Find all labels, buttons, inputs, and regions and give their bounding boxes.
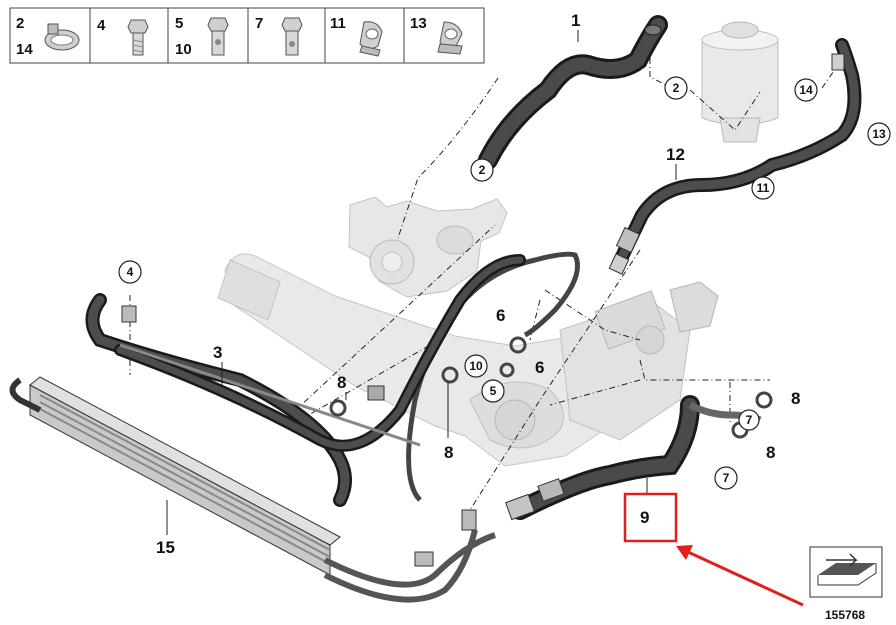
highlighted-part-9: 9 <box>623 478 678 543</box>
callout-8-right-upper: 8 <box>791 389 800 408</box>
legend-label-13: 13 <box>410 15 427 32</box>
callout-8-center: 8 <box>444 443 453 462</box>
legend-label-4: 4 <box>97 17 106 34</box>
hose-12-reservoir-line <box>608 38 862 275</box>
hex-bolt-icon <box>127 19 149 56</box>
legend-label-7: 7 <box>255 15 263 32</box>
circled-callout-2-left: 2 <box>470 158 494 182</box>
fluid-reservoir <box>701 21 779 143</box>
legend-label-10: 10 <box>175 41 192 58</box>
orientation-arrow-icon <box>809 546 883 598</box>
red-pointer-arrow <box>676 545 804 607</box>
callout-1: 1 <box>571 11 580 30</box>
svg-text:2: 2 <box>673 81 680 95</box>
callout-12: 12 <box>666 145 685 164</box>
callout-3: 3 <box>213 343 222 362</box>
callout-8-right-lower: 8 <box>766 443 775 462</box>
circled-callout-2-right: 2 <box>664 76 688 100</box>
parts-legend: 2 14 4 5 10 7 <box>9 7 485 64</box>
legend-label-11: 11 <box>330 15 346 32</box>
svg-text:5: 5 <box>490 384 497 398</box>
circled-callout-11: 11 <box>751 176 775 200</box>
hose-clamp-icon <box>44 23 80 51</box>
svg-text:7: 7 <box>746 413 753 427</box>
callout-8-left: 8 <box>337 373 346 392</box>
svg-text:13: 13 <box>872 127 886 141</box>
svg-text:10: 10 <box>469 359 483 373</box>
power-steering-pump <box>348 196 508 298</box>
svg-text:11: 11 <box>757 181 770 195</box>
hose-1-return-line <box>478 15 668 170</box>
svg-text:7: 7 <box>723 471 730 485</box>
svg-text:14: 14 <box>799 83 813 97</box>
plain-callouts: 1 12 3 6 6 8 8 8 8 15 <box>156 11 800 557</box>
oil-cooler <box>9 376 496 603</box>
legend-label-14: 14 <box>16 41 33 58</box>
diagram-id: 155768 <box>825 608 865 622</box>
hollow-bolt-icon <box>281 17 303 56</box>
hose-3-pressure-line <box>85 251 580 507</box>
circled-callout-7-lower: 7 <box>714 466 738 490</box>
circled-callout-14: 14 <box>794 78 818 102</box>
callout-6-upper: 6 <box>496 306 505 325</box>
svg-text:4: 4 <box>127 265 134 279</box>
circled-callout-10: 10 <box>464 354 488 378</box>
legend-label-5: 5 <box>175 15 183 32</box>
circled-callout-4: 4 <box>118 260 142 284</box>
callout-6-lower: 6 <box>535 358 544 377</box>
banjo-bolt-icon <box>207 17 229 56</box>
hose-holder-icon <box>437 21 463 55</box>
circled-callout-7-upper: 7 <box>738 409 760 431</box>
callout-9: 9 <box>640 508 649 527</box>
circled-callout-13: 13 <box>867 122 891 146</box>
circled-callout-5: 5 <box>481 379 505 403</box>
callout-15: 15 <box>156 538 175 557</box>
svg-text:2: 2 <box>479 163 486 177</box>
steering-rack <box>217 253 719 467</box>
hose-bracket-icon <box>359 21 383 57</box>
legend-label-2: 2 <box>16 15 24 32</box>
circled-callouts: 2 2 14 13 11 4 10 5 7 7 <box>118 76 891 490</box>
